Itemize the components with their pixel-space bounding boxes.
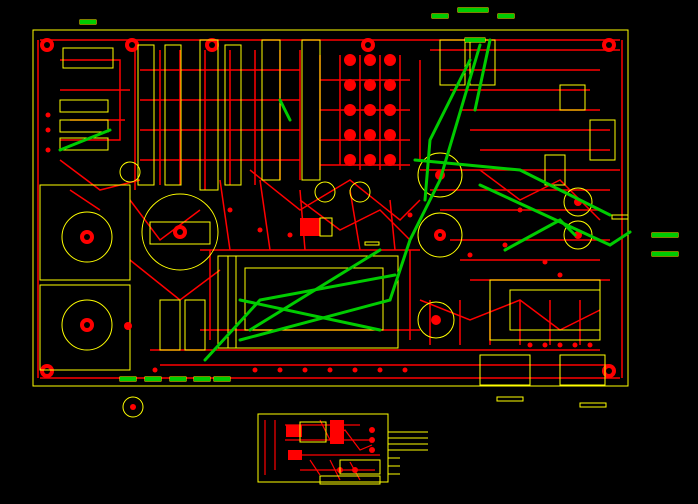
vias <box>45 112 593 373</box>
copper-traces <box>37 39 623 379</box>
main-board-outline <box>32 29 629 387</box>
sub-board-pads <box>286 420 375 473</box>
pad-holes <box>84 229 442 328</box>
sub-board[interactable] <box>257 413 428 485</box>
sub-board-silk <box>299 421 428 485</box>
silkscreen-components <box>39 39 616 386</box>
sub-board-outline <box>257 413 389 483</box>
main-board[interactable] <box>32 7 679 418</box>
refdes-fills <box>80 8 678 381</box>
ratsnest-lines <box>58 38 632 362</box>
